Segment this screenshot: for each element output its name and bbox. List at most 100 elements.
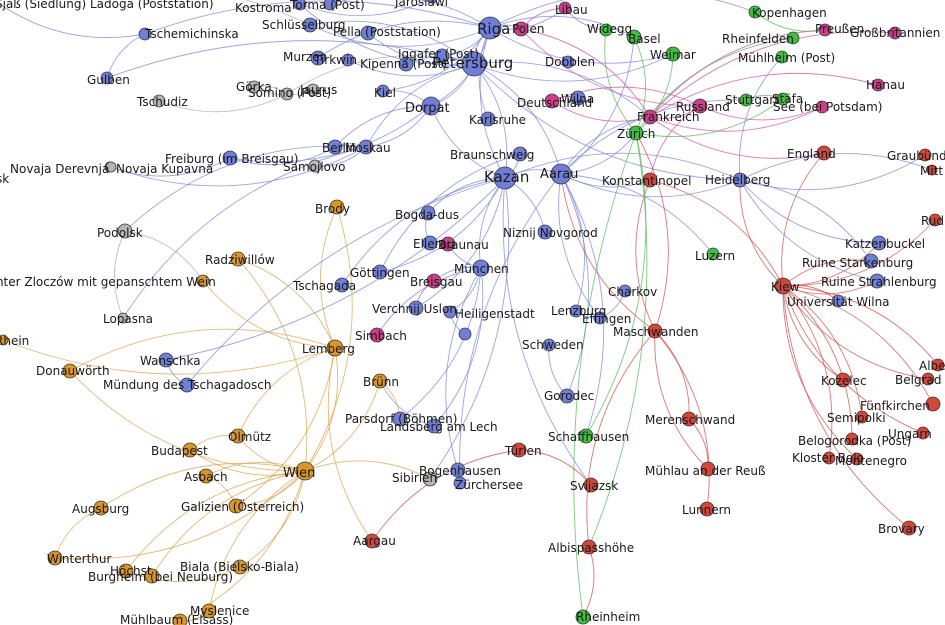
node-rheinfelden[interactable]	[786, 31, 800, 45]
node-bruenn[interactable]	[372, 373, 388, 389]
node-unnamed[interactable]	[458, 327, 472, 341]
node-goettingen[interactable]	[372, 264, 388, 280]
node-lunnern[interactable]	[699, 501, 715, 517]
node-podolsk[interactable]	[117, 223, 133, 239]
node-konstantinopel[interactable]	[642, 172, 658, 188]
node-berlin[interactable]	[327, 139, 343, 155]
node-petersburg[interactable]	[461, 51, 487, 77]
node-hanau[interactable]	[871, 78, 885, 92]
node-kipenna[interactable]	[398, 56, 414, 72]
node-dobblen[interactable]	[561, 55, 575, 69]
node-breisgau[interactable]	[426, 273, 442, 289]
node-samojlovo[interactable]	[308, 159, 322, 173]
node-wilna[interactable]	[570, 90, 586, 106]
node-braunschweig[interactable]	[512, 146, 528, 162]
node-effingen[interactable]	[593, 311, 607, 325]
node-rheinheim[interactable]	[575, 609, 591, 625]
node-tschagadosch[interactable]	[179, 377, 195, 393]
node-gulben[interactable]	[100, 71, 114, 85]
node-radziwillow[interactable]	[230, 251, 246, 267]
node-weimar[interactable]	[665, 46, 681, 62]
node-charkov[interactable]	[618, 284, 632, 298]
node-england[interactable]	[816, 145, 832, 161]
node-kostroma[interactable]	[293, 0, 307, 11]
node-riga[interactable]	[478, 16, 502, 40]
node-burgheim[interactable]	[144, 568, 160, 584]
node-brody[interactable]	[329, 199, 345, 215]
node-preussen[interactable]	[818, 23, 832, 37]
node-sibirien[interactable]	[422, 471, 438, 487]
node-kiew[interactable]	[774, 277, 792, 295]
node-jaroslawl[interactable]	[426, 0, 438, 4]
node-asbach[interactable]	[198, 468, 214, 484]
node-see[interactable]	[815, 100, 829, 114]
node-wanschka[interactable]	[158, 352, 174, 368]
node-fuenfkirchen[interactable]	[925, 396, 941, 412]
node-bogdadus[interactable]	[420, 205, 436, 221]
node-zloczow[interactable]	[196, 274, 210, 288]
node-goerka[interactable]	[247, 80, 261, 94]
node-russland[interactable]	[692, 98, 708, 114]
node-stafa[interactable]	[776, 92, 790, 106]
node-tirkwin[interactable]	[341, 53, 355, 67]
node-gorodec[interactable]	[559, 388, 575, 404]
node-biala[interactable]	[232, 559, 248, 575]
node-simbach[interactable]	[369, 327, 385, 343]
node-kozelec[interactable]	[835, 372, 851, 388]
node-myslenice[interactable]	[201, 603, 217, 619]
node-albe[interactable]	[931, 358, 945, 372]
node-ruine_starkenburg[interactable]	[863, 253, 879, 269]
node-tschagada[interactable]	[334, 277, 350, 293]
node-tuerlen[interactable]	[511, 442, 527, 458]
node-muehlau[interactable]	[700, 461, 716, 477]
node-landsberg[interactable]	[426, 418, 442, 434]
node-albispass[interactable]	[581, 539, 597, 555]
node-widegg[interactable]	[599, 23, 613, 37]
node-dorpat[interactable]	[421, 96, 441, 116]
node-karlsruhe[interactable]	[480, 111, 496, 127]
node-grossbritannien[interactable]	[888, 26, 902, 40]
node-winterthur[interactable]	[47, 550, 63, 566]
node-stuttgart[interactable]	[739, 93, 753, 107]
node-augsburg[interactable]	[93, 500, 109, 516]
node-kloster_bolo[interactable]	[822, 451, 836, 465]
node-tschudiz[interactable]	[152, 94, 166, 108]
node-galizien[interactable]	[228, 498, 244, 514]
node-jaurus[interactable]	[306, 83, 320, 97]
node-graubuenden[interactable]	[918, 148, 932, 162]
node-aarau[interactable]	[550, 163, 572, 185]
node-ungarn[interactable]	[916, 426, 930, 440]
node-rhein[interactable]	[0, 334, 9, 346]
node-katzenbuckel[interactable]	[871, 235, 887, 251]
node-wien[interactable]	[295, 461, 315, 481]
node-uni_wilna[interactable]	[831, 294, 845, 308]
node-heidelberg[interactable]	[732, 172, 748, 188]
node-belgrad[interactable]	[921, 372, 935, 386]
node-basel[interactable]	[626, 29, 642, 45]
node-schweden[interactable]	[542, 338, 556, 352]
node-maschwanden[interactable]	[647, 323, 663, 339]
node-kazan[interactable]	[493, 166, 517, 190]
node-ellerau[interactable]	[422, 235, 438, 251]
node-kiel[interactable]	[376, 84, 390, 98]
node-parsdorf[interactable]	[392, 411, 408, 427]
node-lemberg[interactable]	[326, 339, 344, 357]
node-tschemichinska[interactable]	[138, 27, 152, 41]
node-olmuetz[interactable]	[230, 428, 246, 444]
node-svijazsk[interactable]	[583, 477, 599, 493]
node-libau[interactable]	[558, 1, 572, 15]
node-murzen[interactable]	[310, 50, 326, 66]
node-iggafer[interactable]	[434, 48, 450, 64]
node-torma[interactable]	[323, 0, 337, 11]
node-budapest[interactable]	[182, 442, 198, 458]
node-novaja_kupavna[interactable]	[105, 161, 117, 173]
node-donauwoerth[interactable]	[62, 363, 78, 379]
node-moskau[interactable]	[358, 139, 374, 155]
node-mitt[interactable]	[926, 164, 938, 176]
node-muehlbaum[interactable]	[172, 613, 188, 625]
node-heiligenstadt[interactable]	[443, 305, 457, 319]
node-rud[interactable]	[928, 213, 942, 227]
node-muenchen[interactable]	[472, 259, 490, 277]
node-ruine_strahlenburg[interactable]	[869, 273, 885, 289]
node-brovary[interactable]	[901, 520, 917, 536]
